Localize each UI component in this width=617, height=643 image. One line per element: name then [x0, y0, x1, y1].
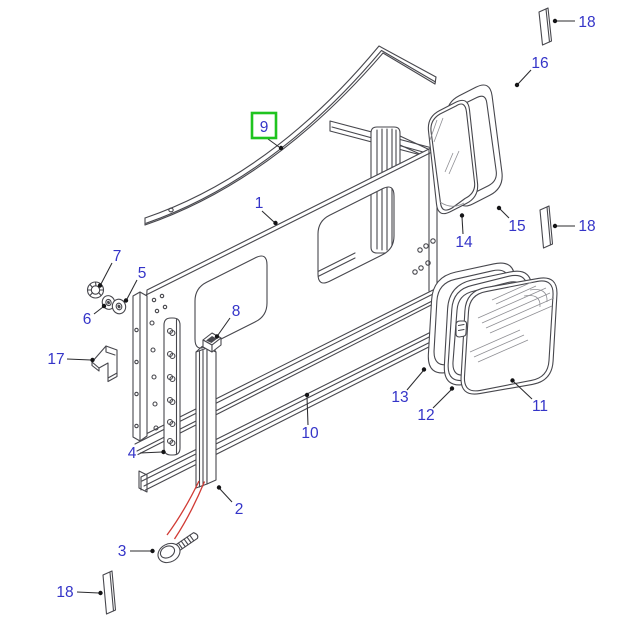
leader-2	[216, 485, 233, 503]
callout-8[interactable]: 8	[232, 303, 241, 320]
leader-4	[139, 449, 166, 455]
leader-lines	[66, 18, 575, 596]
leader-16	[514, 69, 532, 88]
leader-8	[214, 317, 231, 339]
leader-18-top-right	[552, 18, 575, 24]
callout-5[interactable]: 5	[138, 265, 147, 282]
callout-7[interactable]: 7	[113, 248, 122, 265]
callout-18-top-right[interactable]: 18	[578, 14, 595, 31]
leader-10	[304, 392, 310, 426]
leader-6	[93, 303, 107, 315]
callout-17[interactable]: 17	[47, 351, 64, 368]
leader-9	[267, 138, 284, 151]
part-18-pad-mid-right	[539, 205, 554, 249]
callout-labels: 9 1 18 16 15 14 18 7 5 6 17 8 4 10 13 12…	[47, 14, 595, 601]
leader-11	[510, 378, 533, 400]
leader-13	[406, 367, 427, 391]
part-11-sliding-glass	[455, 277, 558, 395]
leader-18-bottom-left	[76, 590, 103, 596]
callout-18-bottom-left[interactable]: 18	[56, 584, 73, 601]
callout-2[interactable]: 2	[235, 501, 244, 518]
callout-18-mid-right[interactable]: 18	[578, 218, 595, 235]
leader-1	[261, 210, 278, 226]
callout-10[interactable]: 10	[301, 425, 319, 442]
leader-15	[496, 205, 510, 219]
leader-17	[66, 357, 95, 363]
leader-3	[130, 548, 155, 554]
part-18-pad-bottom-left	[102, 570, 117, 615]
leader-5	[123, 279, 138, 303]
red-leader-lines	[166, 480, 206, 540]
part-5-washer	[111, 298, 127, 315]
leader-12	[432, 386, 455, 409]
callout-1[interactable]: 1	[255, 195, 264, 212]
part-2-pillar-channel	[195, 343, 217, 489]
part-9-rail-strip	[144, 45, 437, 226]
callout-15[interactable]: 15	[508, 218, 525, 235]
window-latch	[455, 320, 468, 338]
leader-18-mid-right	[552, 223, 575, 229]
callout-9[interactable]: 9	[260, 119, 269, 136]
callout-13[interactable]: 13	[391, 389, 408, 406]
callout-4[interactable]: 4	[128, 445, 137, 462]
part-4-packing-strip	[163, 317, 181, 456]
part-3-screw	[157, 532, 199, 564]
part-17-corner-bracket	[91, 345, 118, 383]
callout-12[interactable]: 12	[417, 407, 434, 424]
callout-6[interactable]: 6	[83, 311, 92, 328]
part-18-pad-top-right	[538, 7, 553, 46]
part-14-window-glass	[427, 99, 479, 215]
highlight-box-part-9	[250, 111, 278, 140]
leader-14	[459, 213, 465, 235]
callout-11[interactable]: 11	[532, 398, 548, 415]
leader-7	[97, 262, 113, 288]
callout-3[interactable]: 3	[118, 543, 127, 560]
callout-14[interactable]: 14	[455, 234, 473, 251]
part-10-lower-strip	[138, 295, 505, 493]
callout-16[interactable]: 16	[531, 55, 548, 72]
